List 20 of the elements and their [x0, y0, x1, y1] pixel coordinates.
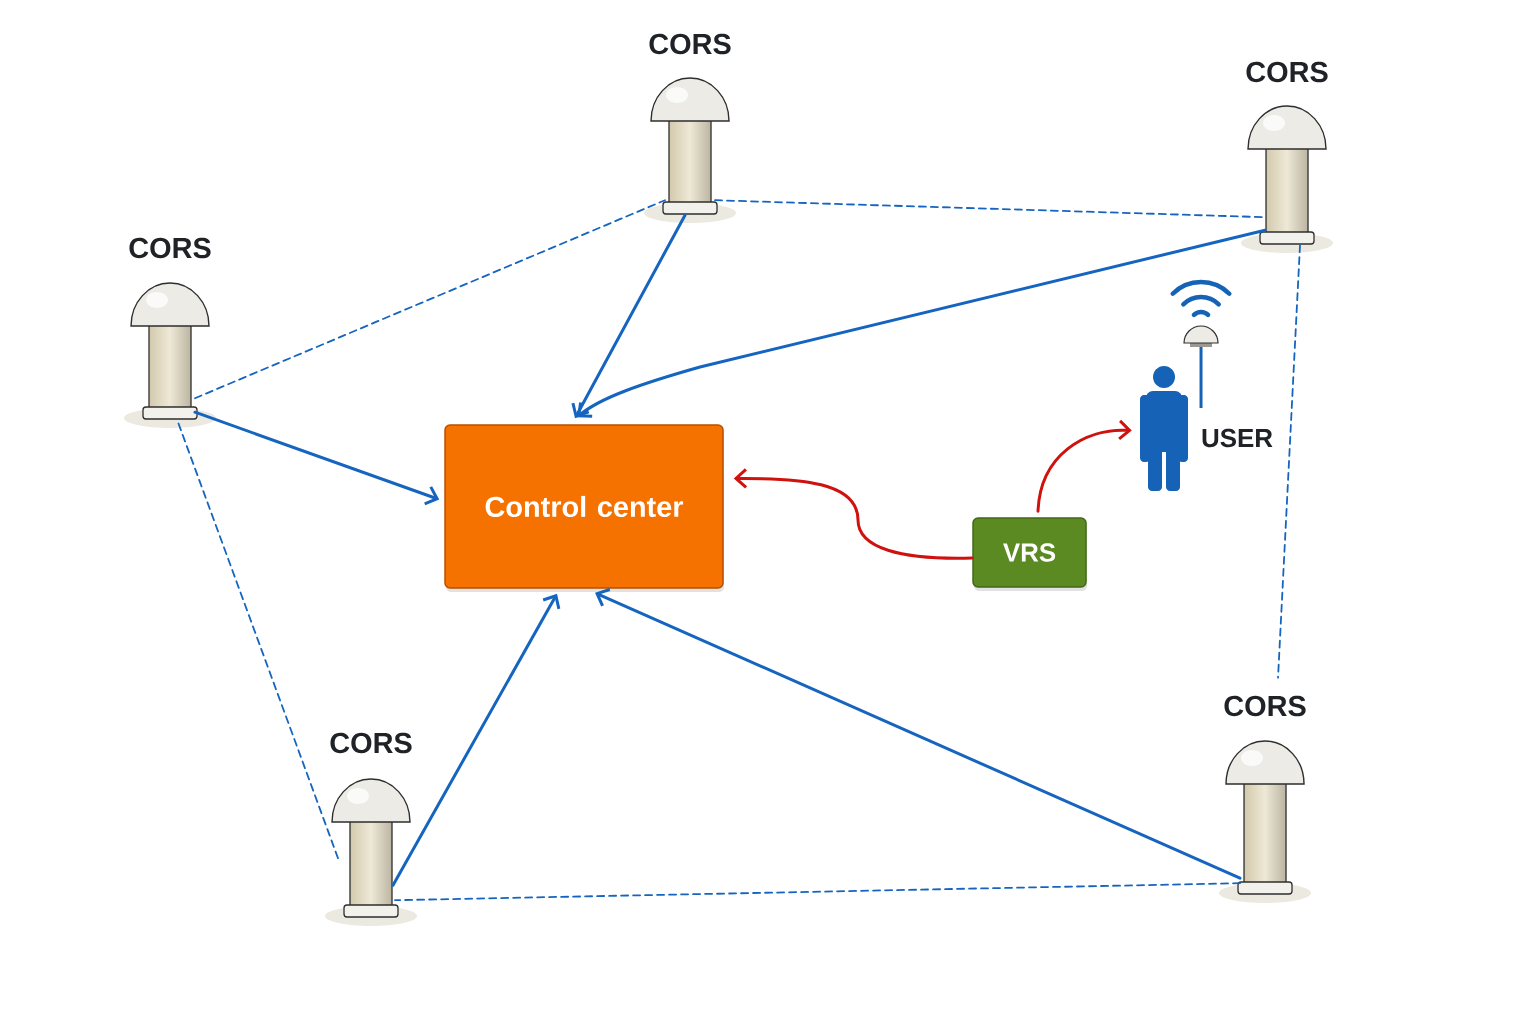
user-label: USER: [1202, 428, 1273, 448]
arrow: [391, 593, 561, 887]
station-label: CORS: [1224, 695, 1306, 717]
dashed-line: [394, 882, 1241, 902]
station-label: CORS: [649, 33, 731, 55]
dashed-line: [714, 199, 1266, 219]
dashed-line: [1277, 244, 1301, 679]
station-label: CORS: [129, 237, 211, 259]
curved-arrow: [577, 228, 1267, 418]
process-box: VRS: [972, 517, 1087, 591]
arrow: [571, 213, 687, 419]
curved-arrow: [1036, 419, 1132, 513]
station-label: CORS: [330, 732, 412, 754]
process-box: Control center: [444, 424, 724, 592]
dashed-line: [177, 421, 339, 860]
station-label: CORS: [1246, 61, 1328, 83]
arrow: [595, 588, 1242, 880]
dashed-line: [194, 199, 666, 400]
arrow: [193, 410, 440, 506]
curved-arrow: [733, 468, 974, 560]
